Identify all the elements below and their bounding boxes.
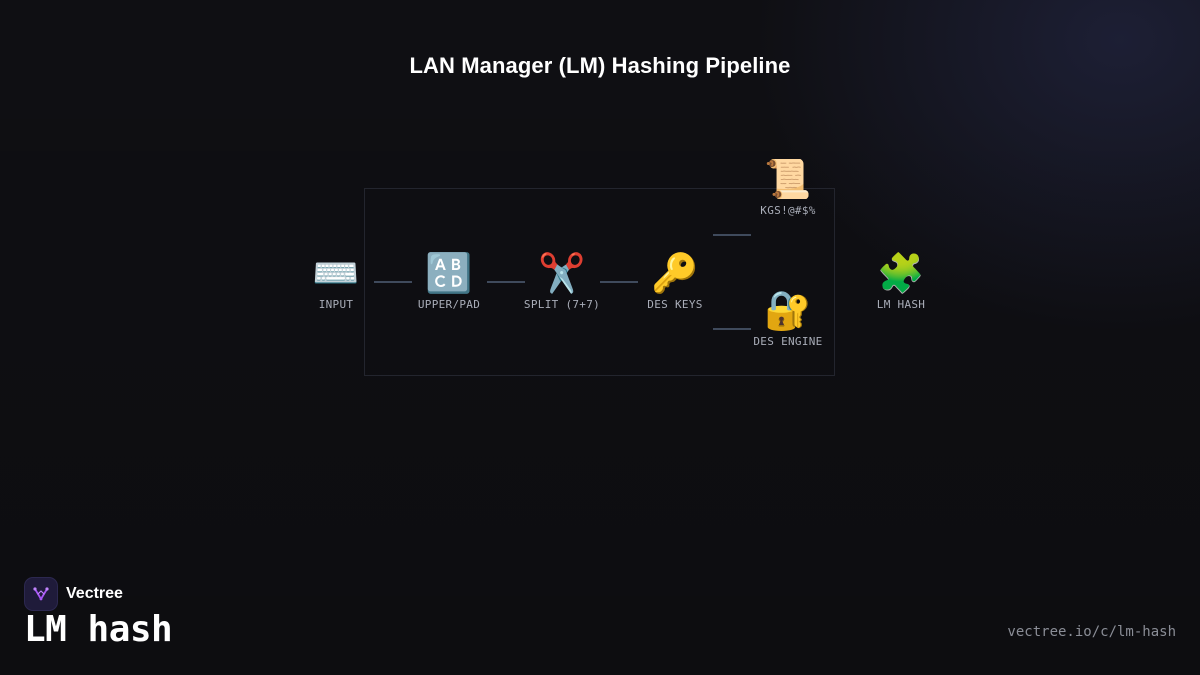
brand: Vectree	[24, 577, 123, 611]
node-split-label: SPLIT (7+7)	[523, 298, 601, 311]
edge-des-keys-to-des-engine	[713, 328, 751, 330]
scissors-icon: ✂️	[538, 251, 586, 295]
vectree-logo-icon	[24, 577, 58, 611]
scroll-icon: 📜	[764, 157, 812, 201]
edge-des-keys-to-constant	[713, 234, 751, 236]
node-des-engine: 🔐 DES ENGINE	[728, 288, 848, 348]
keyboard-icon: ⌨️	[312, 251, 360, 295]
node-des-engine-label: DES ENGINE	[753, 335, 823, 348]
node-constant: 📜 KGS!@#$%	[728, 157, 848, 217]
node-des-keys-label: DES KEYS	[647, 298, 703, 311]
node-upper-pad: 🔠 UPPER/PAD	[389, 251, 509, 311]
key-icon: 🔑	[651, 251, 699, 295]
brand-name: Vectree	[66, 585, 123, 602]
node-lm-hash: 🧩 LM HASH	[841, 251, 961, 311]
pipeline-group-frame	[364, 188, 835, 376]
edge-upper-pad-to-split	[487, 281, 525, 283]
node-lm-hash-label: LM HASH	[876, 298, 926, 311]
locked-with-key-icon: 🔐	[764, 288, 812, 332]
abcd-letters-icon: 🔠	[425, 251, 473, 295]
node-constant-label: KGS!@#$%	[760, 204, 816, 217]
node-split: ✂️ SPLIT (7+7)	[502, 251, 622, 311]
node-input-label: INPUT	[318, 298, 354, 311]
slide-title: LM hash	[24, 609, 173, 650]
edge-input-to-upper-pad	[374, 281, 412, 283]
node-des-keys: 🔑 DES KEYS	[615, 251, 735, 311]
node-upper-pad-label: UPPER/PAD	[417, 298, 481, 311]
edge-split-to-des-keys	[600, 281, 638, 283]
source-url[interactable]: vectree.io/c/lm-hash	[1007, 624, 1176, 640]
node-input: ⌨️ INPUT	[276, 251, 396, 311]
diagram-title: LAN Manager (LM) Hashing Pipeline	[409, 53, 791, 78]
puzzle-piece-icon: 🧩	[877, 251, 925, 295]
